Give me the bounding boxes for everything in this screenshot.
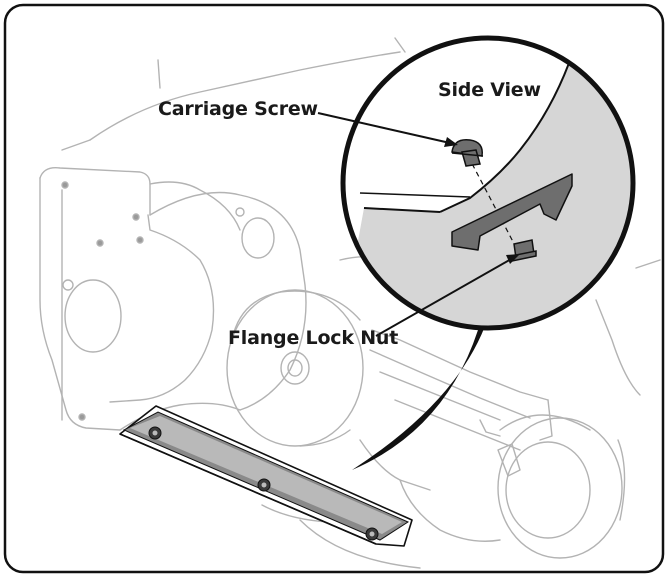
plate-nut-right xyxy=(365,527,379,541)
flange-lock-nut-label: Flange Lock Nut xyxy=(228,327,399,349)
flange-nut-leader xyxy=(375,257,514,337)
plate-nut-left xyxy=(148,426,162,440)
side-view-inset xyxy=(340,35,636,331)
flange-lock-nut-icon xyxy=(510,239,537,262)
machine-line-art xyxy=(39,37,661,569)
plate-nut-middle xyxy=(257,478,271,492)
side-view-title: Side View xyxy=(438,79,541,101)
shave-plate xyxy=(119,405,413,547)
carriage-screw-leader xyxy=(317,112,451,144)
callout-arrow-icon xyxy=(317,112,520,337)
carriage-screw-label: Carriage Screw xyxy=(158,98,318,120)
plate-profile xyxy=(451,173,573,251)
